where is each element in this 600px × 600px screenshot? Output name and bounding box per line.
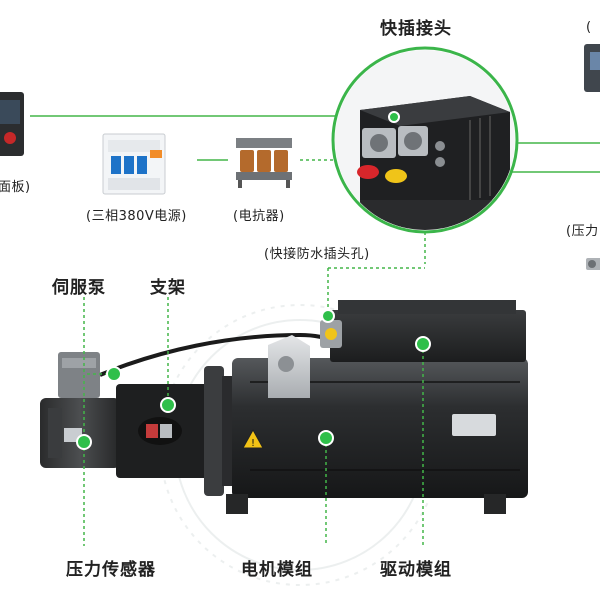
label-servo-pump: 伺服泵 xyxy=(52,278,106,298)
label-quick-connector: 快插接头 xyxy=(380,19,452,39)
marker-drive-module xyxy=(415,336,431,352)
top-right-part-image xyxy=(584,44,600,92)
label-bracket: 支架 xyxy=(150,278,186,298)
label-top-right-partial: ( xyxy=(586,20,592,35)
marker-waterproof-socket xyxy=(321,309,335,323)
label-panel: 面板) xyxy=(0,180,31,195)
marker-motor-module xyxy=(318,430,334,446)
label-power-supply: (三相380V电源) xyxy=(86,209,187,224)
motor-assembly: ! xyxy=(40,300,528,514)
label-motor-module: 电机模组 xyxy=(241,560,313,580)
label-pressure-sensor: 压力传感器 xyxy=(66,560,156,580)
label-drive-module: 驱动模组 xyxy=(380,560,452,580)
circuit-breaker-image xyxy=(102,133,166,195)
label-reactor: (电抗器) xyxy=(233,209,285,224)
marker-bracket xyxy=(160,397,176,413)
reactor-image xyxy=(236,138,292,188)
marker-servo-pump xyxy=(106,366,122,382)
svg-text:!: ! xyxy=(251,438,255,449)
label-pressure-partial: (压力 xyxy=(566,224,599,239)
quick-connector-detail xyxy=(331,46,519,234)
pressure-part-image xyxy=(586,258,600,270)
label-waterproof-socket: (快接防水插头孔) xyxy=(264,247,370,262)
control-panel-image xyxy=(0,92,24,156)
leader-lines xyxy=(83,297,424,546)
marker-dots xyxy=(76,111,431,450)
marker-pressure-sensor xyxy=(76,434,92,450)
marker-quick-connector xyxy=(388,111,400,123)
